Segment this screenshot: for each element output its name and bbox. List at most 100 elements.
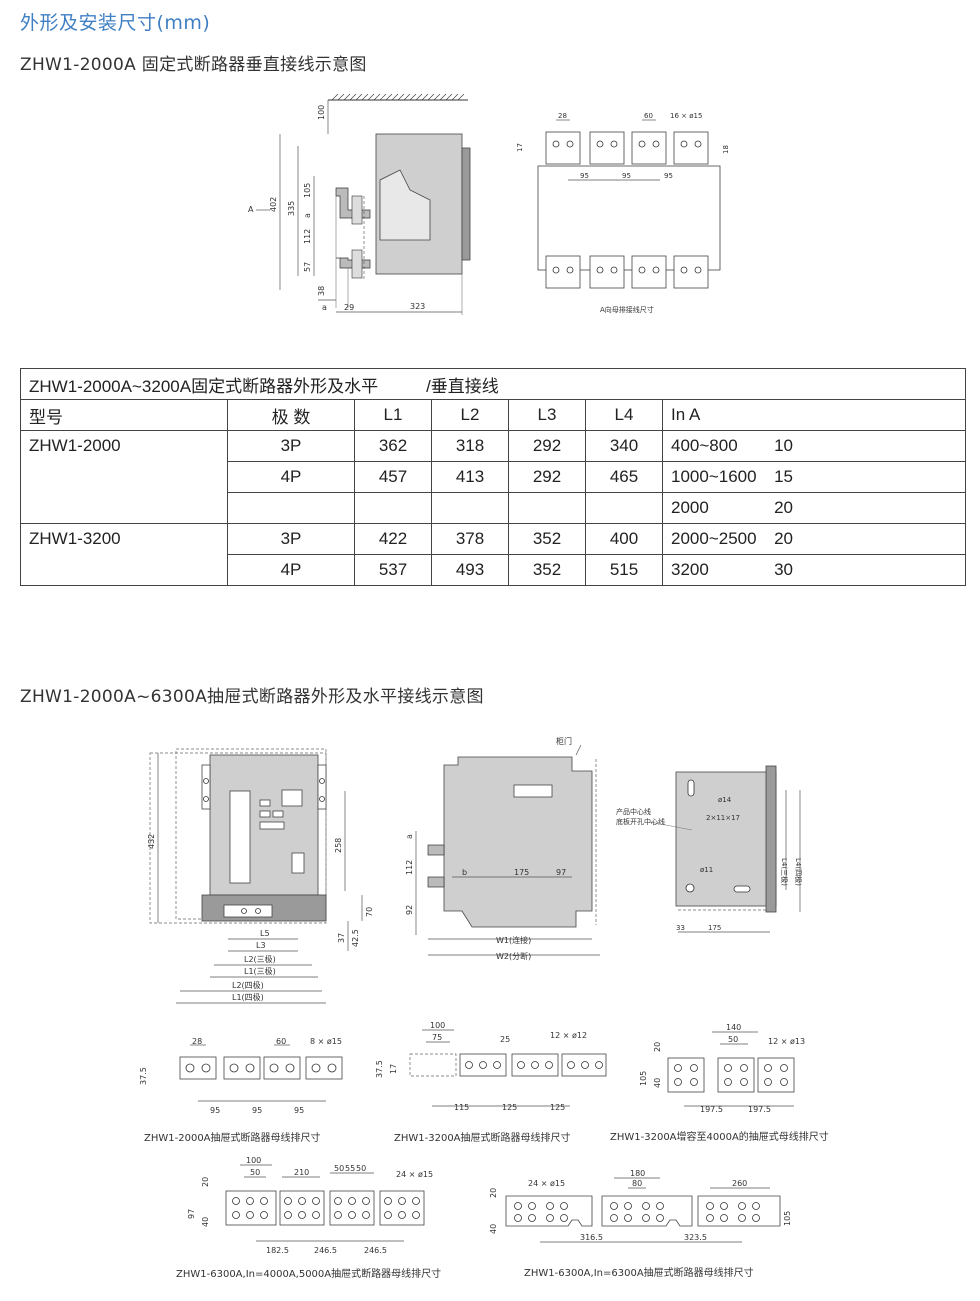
cell-l1: 362 xyxy=(354,430,432,462)
dim-175: 175 xyxy=(514,868,529,877)
dim-slot: 2×11×17 xyxy=(706,814,740,822)
dim-402: 402 xyxy=(269,197,278,212)
table-title-left: ZHW1-2000A~3200A固定式断路器外形及水平 xyxy=(29,376,379,396)
dim-l4-4p: L4(四极) xyxy=(794,858,803,886)
dim-197-5a: 197.5 xyxy=(700,1105,723,1114)
dim-20: 20 xyxy=(653,1042,662,1052)
dim-holes: 12 × ø13 xyxy=(768,1037,805,1046)
busbar-3200a-4000a: 140 50 12 × ø13 20 105 40 197.5 197.5 ZH… xyxy=(610,1023,829,1143)
dim-17: 17 xyxy=(389,1064,398,1074)
cell-l4: 340 xyxy=(585,430,663,462)
cell-in-range: 2000~2500 xyxy=(671,529,757,548)
dim-97: 97 xyxy=(187,1209,196,1219)
fixed-breaker-busbar-view: 28 60 16 × ø15 17 18 95 95 95 A向母排接线尺寸 xyxy=(516,112,730,314)
dim-175: 175 xyxy=(708,924,721,932)
dim-50: 50 xyxy=(728,1035,738,1044)
dim-50: 50 xyxy=(250,1168,260,1177)
dim-60: 60 xyxy=(276,1037,286,1046)
section2-title: ZHW1-2000A~6300A抽屉式断路器外形及水平接线示意图 xyxy=(20,687,484,707)
cell-l3 xyxy=(508,492,586,524)
busbar-6300a-6300a: 180 80 24 × ø15 260 20 40 105 316.5 323.… xyxy=(489,1169,792,1279)
dim-55: 55 xyxy=(345,1164,355,1173)
cell-l4 xyxy=(585,492,663,524)
note-base-hole-center: 底板开孔中心线 xyxy=(616,817,665,826)
cell-l4: 465 xyxy=(585,461,663,493)
dim-100: 100 xyxy=(317,105,326,120)
header-l4: L4 xyxy=(585,399,663,431)
header-model: 型号 xyxy=(20,399,228,431)
dim-l4-3p: L4(三极) xyxy=(780,858,789,886)
dim-105: 105 xyxy=(639,1071,648,1086)
busbar-caption: ZHW1-2000A抽屉式断路器母线排尺寸 xyxy=(144,1131,321,1144)
dim-335: 335 xyxy=(287,201,296,216)
busbar-caption: ZHW1-3200A增容至4000A的抽屉式母线排尺寸 xyxy=(610,1130,829,1143)
dim-432: 432 xyxy=(147,834,156,849)
label-cabinet-door: 柜门 xyxy=(556,736,572,746)
cell-in-value: 20 xyxy=(774,529,793,548)
dim-d14: ø14 xyxy=(718,796,732,804)
busbar-3200a: 100 75 25 12 × ø12 37.5 17 115 125 125 Z… xyxy=(375,1021,607,1144)
busbar-6300a-4000a-5000a: 100 50 210 50 55 50 24 × ø15 20 97 40 18… xyxy=(176,1156,441,1280)
cell-l2 xyxy=(431,492,509,524)
dim-246-5a: 246.5 xyxy=(314,1246,337,1255)
busbar-caption: A向母排接线尺寸 xyxy=(600,305,654,314)
cell-l2: 493 xyxy=(431,554,509,586)
cell-in-range: 1000~1600 xyxy=(671,467,757,486)
dim-105: 105 xyxy=(783,1211,792,1226)
cell-poles: 3P xyxy=(227,523,355,555)
cell-l3: 352 xyxy=(508,554,586,586)
table-title-right: /垂直接线 xyxy=(426,376,499,396)
dim-125b: 125 xyxy=(550,1103,565,1112)
view-marker-a: A xyxy=(248,205,254,214)
dim-holes: 12 × ø12 xyxy=(550,1031,587,1040)
dim-holes: 8 × ø15 xyxy=(310,1037,342,1046)
dim-a-bottom: a xyxy=(322,303,327,312)
cell-l1: 422 xyxy=(354,523,432,555)
dim-197-5b: 197.5 xyxy=(748,1105,771,1114)
dim-95a: 95 xyxy=(580,172,589,180)
cell-in-value: 20 xyxy=(774,498,793,517)
spec-table: ZHW1-2000A~3200A固定式断路器外形及水平/垂直接线 型号 极 数 … xyxy=(20,368,966,586)
dim-70: 70 xyxy=(365,907,374,917)
dim-18: 18 xyxy=(722,145,730,154)
dim-115: 115 xyxy=(454,1103,469,1112)
dim-29: 29 xyxy=(344,303,354,312)
dim-246-5b: 246.5 xyxy=(364,1246,387,1255)
dim-140: 140 xyxy=(726,1023,741,1032)
dim-260: 260 xyxy=(732,1179,747,1188)
dim-42-5: 42.5 xyxy=(351,929,360,947)
dim-180: 180 xyxy=(630,1169,645,1178)
label-l3: L3 xyxy=(256,941,266,950)
cell-l3: 292 xyxy=(508,430,586,462)
dim-17: 17 xyxy=(516,143,524,152)
top-terminals xyxy=(545,131,709,165)
dim-33: 33 xyxy=(676,924,685,932)
note-product-center: 产品中心线 xyxy=(616,807,651,816)
dim-92: 92 xyxy=(405,905,414,915)
drawout-base-view: 产品中心线 底板开孔中心线 ø14 2×11×17 ø11 L4(三极) L4(… xyxy=(616,765,803,933)
dim-316-5: 316.5 xyxy=(580,1233,603,1242)
cell-in-range: 3200 xyxy=(671,560,709,579)
dim-d11: ø11 xyxy=(700,866,713,874)
dim-258: 258 xyxy=(334,838,343,853)
dim-112: 112 xyxy=(405,860,414,875)
dim-75: 75 xyxy=(432,1033,442,1042)
cell-l3: 352 xyxy=(508,523,586,555)
busbar-2000a: 28 60 8 × ø15 37.5 95 95 95 ZHW1-2000A抽屉… xyxy=(139,1037,343,1144)
cell-model: ZHW1-3200 xyxy=(20,523,228,586)
label-w1: W1(连接) xyxy=(496,935,531,945)
dim-95b: 95 xyxy=(252,1106,262,1115)
dim-125a: 125 xyxy=(502,1103,517,1112)
dim-b: b xyxy=(462,868,467,877)
dim-60: 60 xyxy=(644,112,653,120)
label-l2-4p: L2(四极) xyxy=(232,980,264,990)
dim-a-side: a xyxy=(303,213,312,218)
dim-80: 80 xyxy=(632,1179,642,1188)
page-heading: 外形及安装尺寸(mm) xyxy=(20,12,211,34)
header-l3: L3 xyxy=(508,399,586,431)
cell-l1: 537 xyxy=(354,554,432,586)
dim-38: 38 xyxy=(317,286,326,296)
cell-in-value: 10 xyxy=(774,436,793,455)
dim-50c: 50 xyxy=(356,1164,366,1173)
